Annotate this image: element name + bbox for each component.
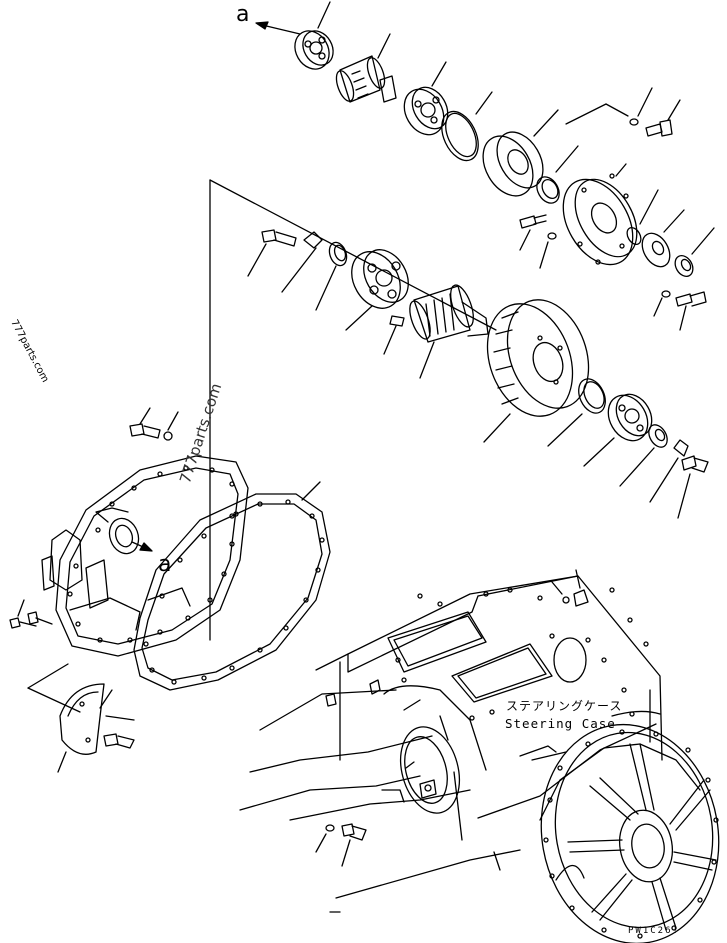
nut-lower <box>619 424 668 487</box>
plug-top-right <box>551 569 589 607</box>
bearing-lower <box>583 393 653 467</box>
lock-washer-mid-left <box>281 231 323 293</box>
spacer <box>547 378 606 447</box>
o-ring <box>441 91 493 162</box>
bolt-and-washer-flange <box>519 214 557 269</box>
reference-label-a-top: a <box>236 2 250 27</box>
washer-and-bolt-top-right <box>565 87 681 137</box>
steering-case-label-en: Steering Case <box>505 716 616 731</box>
lock-plate <box>641 209 685 268</box>
pinion-shaft <box>335 33 397 103</box>
reference-label-a-mid: a <box>158 552 172 577</box>
cover-plate <box>27 663 135 773</box>
final-drive-flange <box>539 723 720 943</box>
steering-case-label-jp: ステアリングケース <box>506 699 623 713</box>
bearing-top <box>294 1 334 70</box>
bolt-washer-bottom <box>315 823 367 913</box>
bevel-gear-shaft <box>409 284 489 379</box>
bearing-mid <box>345 249 409 331</box>
bolt-housing-top <box>129 407 179 441</box>
o-ring-right <box>626 189 659 246</box>
steering-case-body <box>239 575 663 899</box>
transfer-housing <box>41 455 249 657</box>
drawing-code: PW1C26! <box>628 926 680 936</box>
ring-gear <box>483 299 590 443</box>
washer-bolt-right-mid <box>653 290 707 331</box>
arrow-to-a-mid <box>131 541 153 552</box>
bearing-cage <box>482 109 559 197</box>
assembly-frame-lines <box>209 179 497 641</box>
lock-plate-lower <box>649 439 689 503</box>
small-bolts-left <box>9 599 53 629</box>
bearing-upper-2 <box>403 61 449 136</box>
bolt-lower-right <box>677 455 709 519</box>
snap-ring-mid <box>315 241 348 311</box>
bolt-mid-left <box>247 229 297 277</box>
output-flange <box>562 163 638 266</box>
gasket <box>133 481 331 691</box>
arrow-to-a-top <box>255 21 301 35</box>
key <box>383 315 405 355</box>
nut-right <box>674 227 715 277</box>
oil-seal <box>536 145 579 204</box>
